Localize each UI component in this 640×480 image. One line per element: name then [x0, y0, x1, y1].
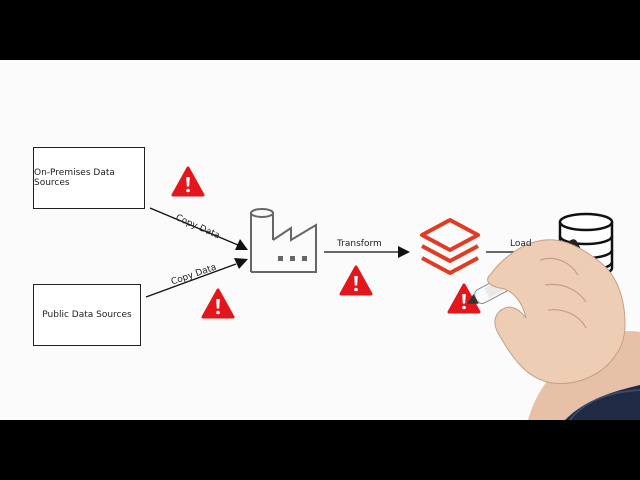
- warning-icon: [171, 166, 205, 197]
- factory-icon: [250, 208, 317, 273]
- warning-icon: [201, 288, 235, 319]
- letterbox-bottom: [0, 420, 640, 480]
- layers-icon: [420, 218, 480, 275]
- copy-arrow-top: [149, 207, 248, 250]
- letterbox-top: [0, 0, 640, 60]
- copy-arrow-bottom: [145, 258, 248, 298]
- on-premises-sources-box: On-Premises Data Sources: [33, 147, 145, 209]
- transform-arrow: [324, 246, 410, 258]
- on-premises-sources-label: On-Premises Data Sources: [34, 168, 115, 188]
- transform-label: Transform: [337, 239, 382, 249]
- load-label: Load: [510, 239, 532, 249]
- public-sources-label: Public Data Sources: [42, 310, 132, 320]
- hand-with-marker: [467, 239, 640, 421]
- public-sources-box: Public Data Sources: [33, 284, 141, 346]
- warning-icon: [339, 265, 373, 296]
